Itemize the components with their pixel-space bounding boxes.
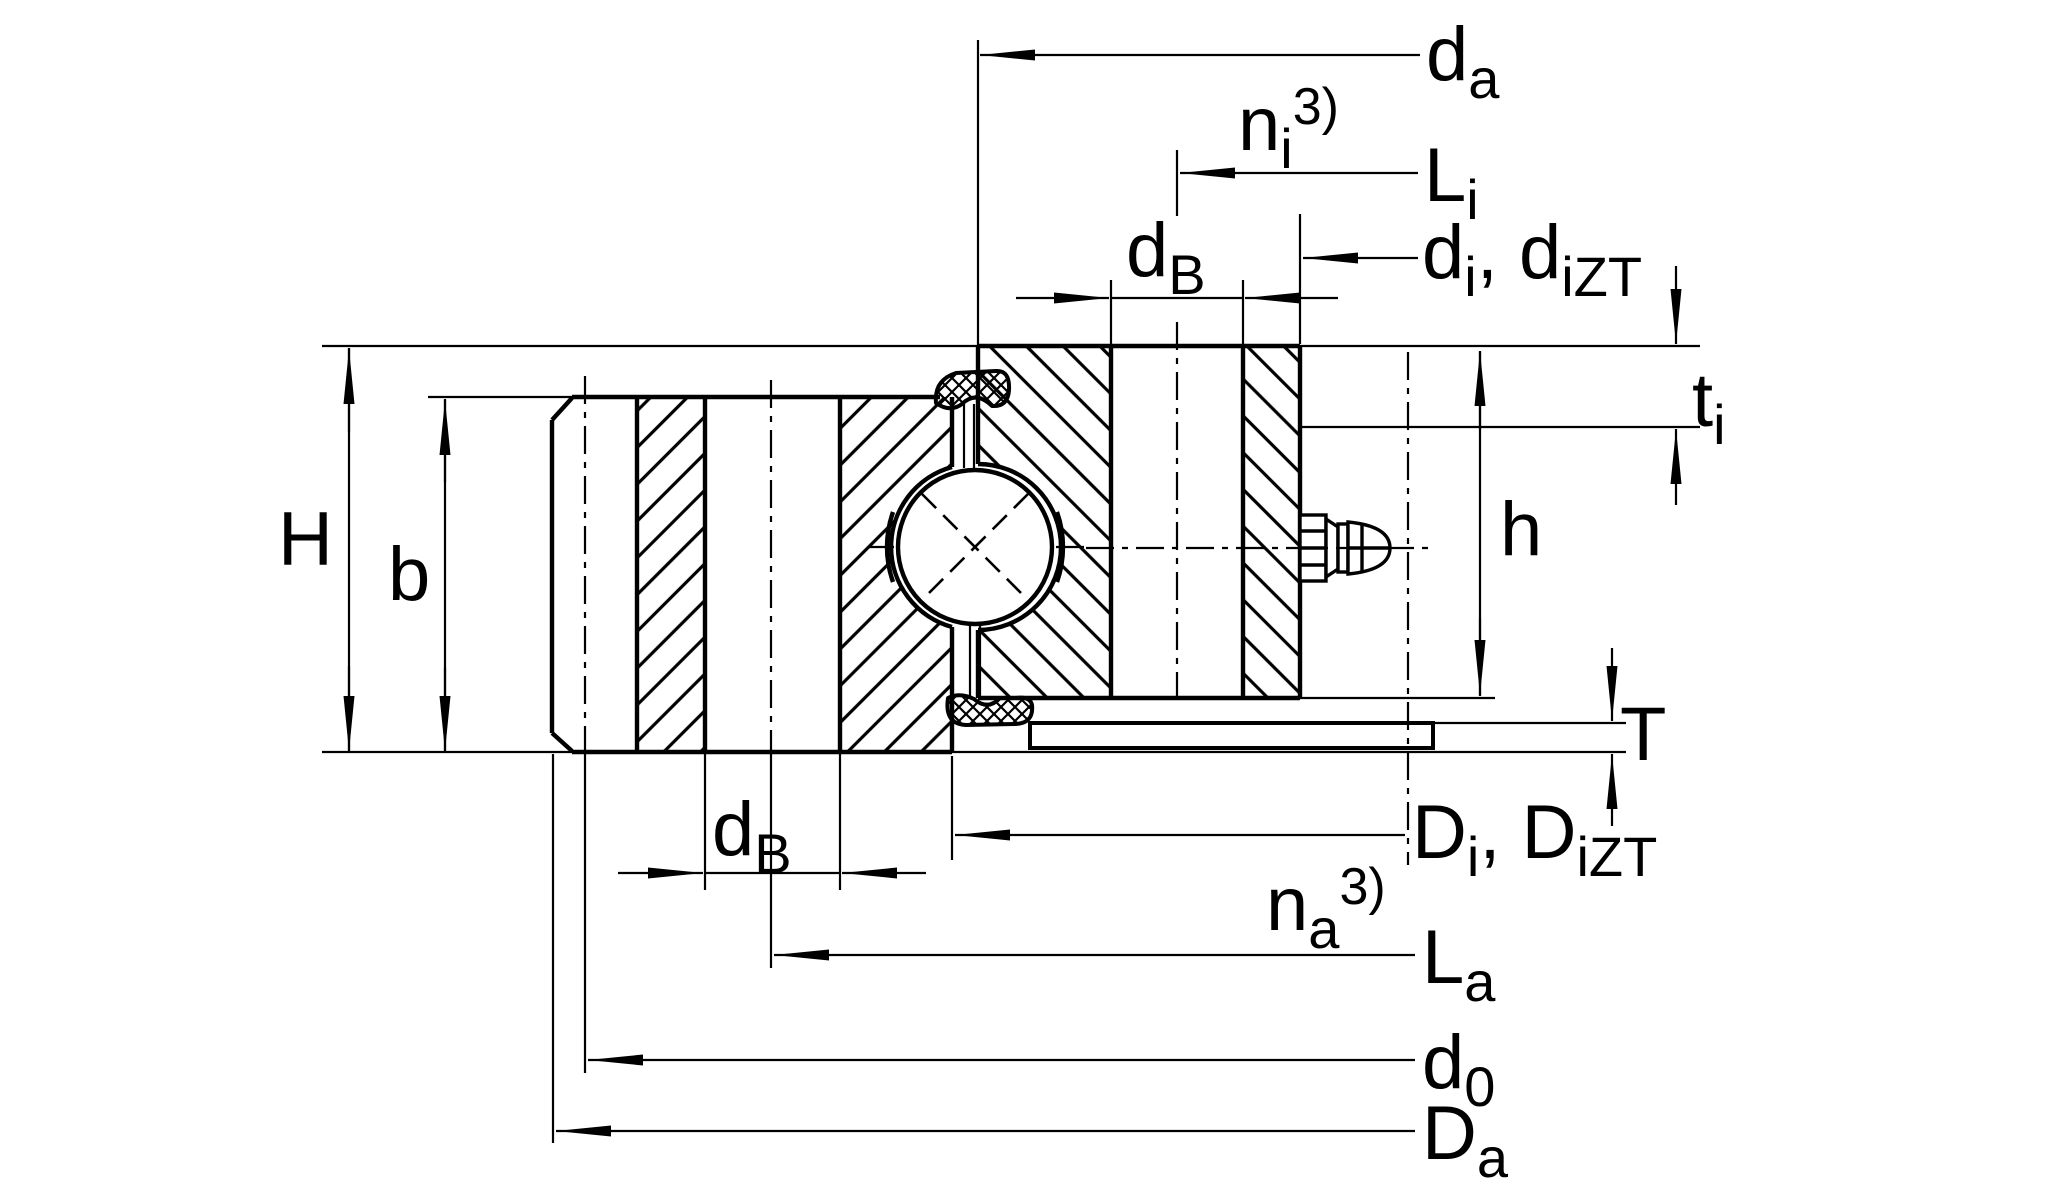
- outer-ring-web-strip: [637, 397, 705, 752]
- label-T: T: [1620, 692, 1666, 777]
- label-Di-Dizt: Di, DiZT: [1412, 790, 1657, 888]
- seals: [933, 368, 1435, 750]
- seal-carrier-plate: [1028, 721, 1435, 750]
- outer-ring-section: [549, 394, 955, 755]
- outer-ring-chamfer-top: [550, 396, 574, 422]
- inner-ring-raceway-body: [978, 346, 1111, 698]
- bottom-seal: [945, 693, 1035, 727]
- inner-ring-bore-strip: [1243, 346, 1300, 698]
- outer-ring-raceway-body: [840, 397, 952, 752]
- outer-ring-chamfer-bottom: [550, 731, 574, 753]
- label-di-dizt: di, diZT: [1422, 210, 1642, 308]
- label-dB-bottom: dB: [712, 787, 792, 885]
- ball-cross-line-2: [921, 493, 1029, 601]
- extension-lines: [322, 40, 1700, 1143]
- dimension-lines: [343, 49, 1682, 1137]
- dimension-labels: H b da ni3) Li dB di, diZT ti h T Di, Di…: [278, 12, 1726, 1189]
- label-b: b: [388, 532, 430, 617]
- label-na: na3): [1266, 858, 1386, 960]
- label-d0: d0: [1422, 1020, 1495, 1118]
- top-seal: [933, 368, 1012, 411]
- label-h: h: [1500, 487, 1542, 572]
- label-ni: ni3): [1238, 78, 1339, 180]
- inner-ring-section: [975, 343, 1700, 701]
- label-La: La: [1422, 915, 1496, 1013]
- label-ti: ti: [1692, 358, 1726, 456]
- label-Li: Li: [1424, 133, 1479, 231]
- label-Da: Da: [1422, 1091, 1509, 1189]
- label-H: H: [278, 497, 333, 582]
- label-dB-top: dB: [1126, 208, 1206, 306]
- rolling-element-ball: [868, 467, 1084, 627]
- centerlines: [583, 322, 1430, 865]
- label-da: da: [1426, 12, 1500, 110]
